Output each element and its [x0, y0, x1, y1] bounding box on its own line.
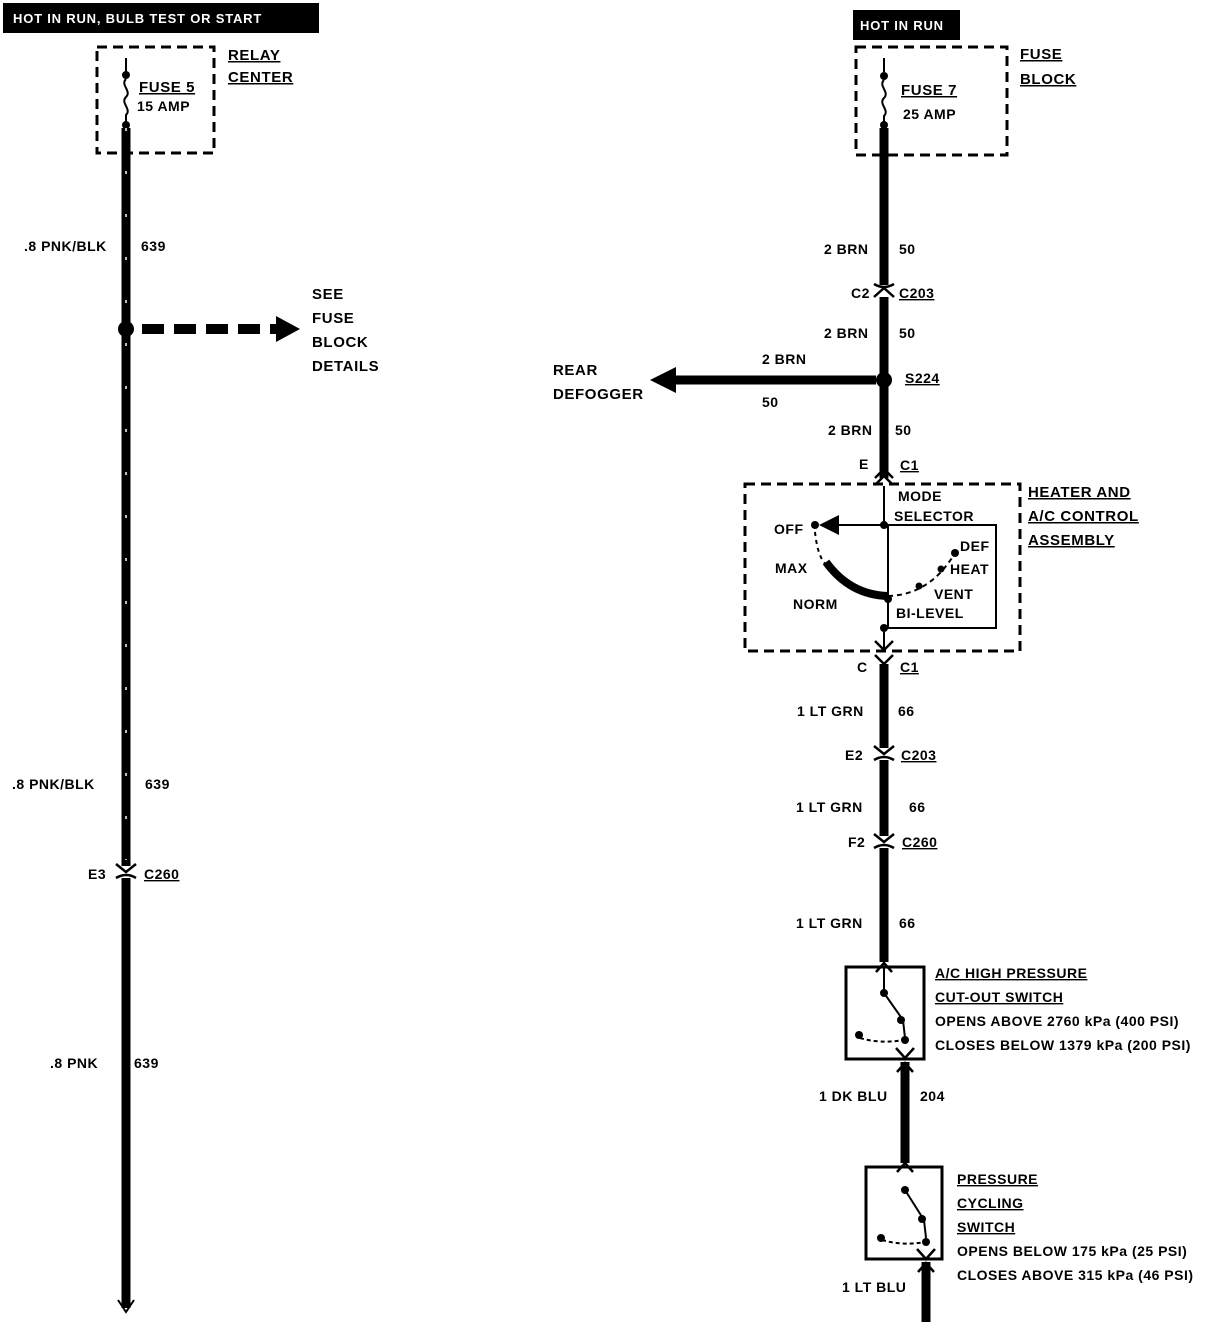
rear-defogger-label-2: DEFOGGER [553, 386, 644, 403]
wire-639-gauge-3: .8 PNK [50, 1055, 98, 1071]
wire-204-gauge: 1 DK BLU [819, 1088, 888, 1104]
connector-c1-e-pin: E [859, 456, 869, 472]
fuse-5-rating: 15 AMP [137, 98, 190, 114]
pc-switch-title-1: PRESSURE [957, 1171, 1038, 1187]
fuse-5-element [123, 78, 129, 122]
relay-center-label-2: CENTER [228, 69, 293, 86]
assembly-label-1: HEATER AND [1028, 484, 1131, 501]
connector-c260-name: C260 [144, 866, 179, 882]
position-off: OFF [774, 521, 804, 537]
relay-center-label-1: RELAY [228, 47, 280, 64]
fuse-block-label-2: BLOCK [1020, 71, 1076, 88]
position-norm: NORM [793, 596, 838, 612]
left-circuit: HOT IN RUN, BULB TEST OR START FUSE 5 15… [3, 3, 379, 1314]
fuse-7-element [881, 79, 887, 122]
fuse-5-label: FUSE 5 [139, 79, 195, 96]
connector-c203-name: C203 [899, 285, 934, 301]
connector-c260-right-name: C260 [902, 834, 937, 850]
wire-204-circuit: 204 [920, 1088, 945, 1104]
wire-66-circuit-2: 66 [909, 799, 926, 815]
wire-639-gauge-2: .8 PNK/BLK [12, 776, 95, 792]
fuse-block-label-1: FUSE [1020, 46, 1062, 63]
pressure-cycling-switch-box [864, 1165, 944, 1261]
mode-label-2: SELECTOR [894, 508, 974, 524]
wire-50-gauge-3: 2 BRN [828, 422, 873, 438]
fuse-7-label: FUSE 7 [901, 82, 957, 99]
selector-arc-right [887, 552, 956, 597]
connector-c203-lower-pin: E2 [845, 747, 863, 763]
wire-50-circuit-1: 50 [899, 241, 916, 257]
wire-50-circuit-2: 50 [899, 325, 916, 341]
wire-639-circuit-3: 639 [134, 1055, 159, 1071]
hp-switch-title-2: CUT-OUT SWITCH [935, 989, 1063, 1005]
connector-c260-right-pin: F2 [848, 834, 865, 850]
position-bracket [887, 524, 997, 629]
wire-66-gauge-2: 1 LT GRN [796, 799, 863, 815]
splice-s224 [876, 372, 892, 388]
hp-switch-title-1: A/C HIGH PRESSURE [935, 965, 1087, 981]
position-max: MAX [775, 560, 808, 576]
position-def: DEF [960, 538, 990, 554]
right-circuit: HOT IN RUN FUSE 7 25 AMP FUSE BLOCK 2 BR… [553, 10, 1194, 1322]
wire-50-circuit-3: 50 [895, 422, 912, 438]
right-header: HOT IN RUN [860, 18, 944, 33]
mode-label-1: MODE [898, 488, 942, 504]
pc-switch-title-2: CYCLING [957, 1195, 1024, 1211]
connector-c1-c-name: C1 [900, 659, 919, 675]
position-bi-level: BI-LEVEL [896, 605, 964, 621]
wire-66-circuit-1: 66 [898, 703, 915, 719]
fuse-7-rating: 25 AMP [903, 106, 956, 122]
left-header: HOT IN RUN, BULB TEST OR START [13, 11, 262, 26]
see-label-3: BLOCK [312, 334, 368, 351]
wire-639-circuit-1: 639 [141, 238, 166, 254]
selector-arc-solid [822, 559, 889, 600]
connector-c1-e [874, 467, 894, 486]
pc-switch-closes: CLOSES ABOVE 315 kPa (46 PSI) [957, 1267, 1194, 1283]
see-label-1: SEE [312, 286, 344, 303]
left-header-box [3, 3, 319, 33]
pc-switch-opens: OPENS BELOW 175 kPa (25 PSI) [957, 1243, 1187, 1259]
assembly-label-2: A/C CONTROL [1028, 508, 1139, 525]
wire-66-circuit-3: 66 [899, 915, 916, 931]
hp-switch-opens: OPENS ABOVE 2760 kPa (400 PSI) [935, 1013, 1179, 1029]
wire-66-gauge-3: 1 LT GRN [796, 915, 863, 931]
connector-c203-pin: C2 [851, 285, 870, 301]
fuse-block-box [854, 45, 1009, 157]
connector-c1-c-pin: C [857, 659, 868, 675]
wire-639-gauge-1: .8 PNK/BLK [24, 238, 107, 254]
relay-center-box [95, 45, 216, 155]
connector-c1-e-name: C1 [900, 457, 919, 473]
wire-50-gauge-1: 2 BRN [824, 241, 869, 257]
splice-point [118, 321, 134, 337]
right-header-box [853, 10, 960, 40]
arrow-to-rear-defogger [650, 367, 676, 393]
connector-c260-left [115, 863, 137, 880]
selector-arc-dashed [814, 531, 829, 567]
rear-defogger-label-1: REAR [553, 362, 598, 379]
wire-639-circuit-2: 639 [145, 776, 170, 792]
wire-lt-blu-gauge: 1 LT BLU [842, 1279, 906, 1295]
hp-switch-closes: CLOSES BELOW 1379 kPa (200 PSI) [935, 1037, 1191, 1053]
branch-gauge: 2 BRN [762, 351, 807, 367]
connector-c260-pin: E3 [88, 866, 106, 882]
position-heat: HEAT [950, 561, 989, 577]
wire-66-gauge-1: 1 LT GRN [797, 703, 864, 719]
branch-circuit: 50 [762, 394, 779, 410]
pc-switch-title-3: SWITCH [957, 1219, 1015, 1235]
connector-c203-lower [873, 745, 895, 762]
hp-switch-contact [883, 992, 904, 1021]
arrow-to-fuse-block-details [276, 316, 300, 342]
wire-50-gauge-2: 2 BRN [824, 325, 869, 341]
connector-c203-top [873, 282, 895, 298]
connector-c260-right [873, 833, 895, 850]
connector-c203-lower-name: C203 [901, 747, 936, 763]
see-label-4: DETAILS [312, 358, 379, 375]
see-label-2: FUSE [312, 310, 354, 327]
position-vent: VENT [934, 586, 973, 602]
heater-ac-control-assembly-box [743, 482, 1022, 653]
pc-switch-contact [904, 1189, 925, 1221]
assembly-label-3: ASSEMBLY [1028, 532, 1115, 549]
splice-s224-label: S224 [905, 370, 940, 386]
